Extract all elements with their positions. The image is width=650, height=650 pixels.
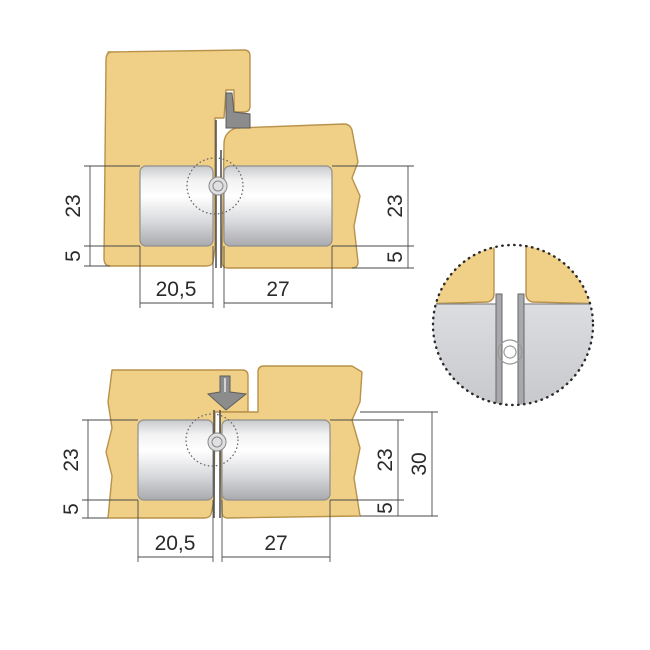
top-left-height-label: 23 — [62, 194, 85, 217]
top-left-offset-label: 5 — [62, 250, 85, 262]
bottom-right-width-label: 27 — [264, 532, 287, 555]
top-cam-ring-icon — [208, 176, 228, 196]
top-right-width-label: 27 — [266, 278, 289, 301]
bottom-left-offset-label: 5 — [60, 503, 83, 515]
bottom-right-height-label: 23 — [374, 448, 397, 471]
top-left-width-label: 20,5 — [156, 278, 197, 301]
top-detail-marker — [186, 157, 244, 215]
bottom-detail-marker — [185, 413, 239, 467]
bottom-right-offset-label: 5 — [374, 502, 397, 514]
bottom-cylinder-right-half — [221, 419, 331, 501]
top-cylinder-drawing — [103, 49, 361, 269]
top-dimension-lines — [84, 165, 414, 308]
bottom-left-height-label: 23 — [60, 448, 83, 471]
top-right-offset-label: 5 — [384, 251, 407, 263]
bottom-cylinder-left-half — [137, 419, 214, 501]
top-cylinder-right-half — [223, 165, 333, 247]
top-cylinder-left-half — [139, 165, 214, 247]
bottom-total-height-label: 30 — [408, 452, 431, 475]
zoom-detail-circle — [431, 243, 595, 407]
top-seal-gasket — [225, 92, 251, 129]
bottom-left-width-label: 20,5 — [155, 532, 196, 555]
bottom-seal-gasket — [206, 375, 248, 411]
bottom-cylinder-drawing — [105, 365, 363, 519]
bottom-dimension-lines — [82, 411, 438, 562]
bottom-cam-ring-icon — [207, 432, 227, 452]
top-right-height-label: 23 — [384, 194, 407, 217]
